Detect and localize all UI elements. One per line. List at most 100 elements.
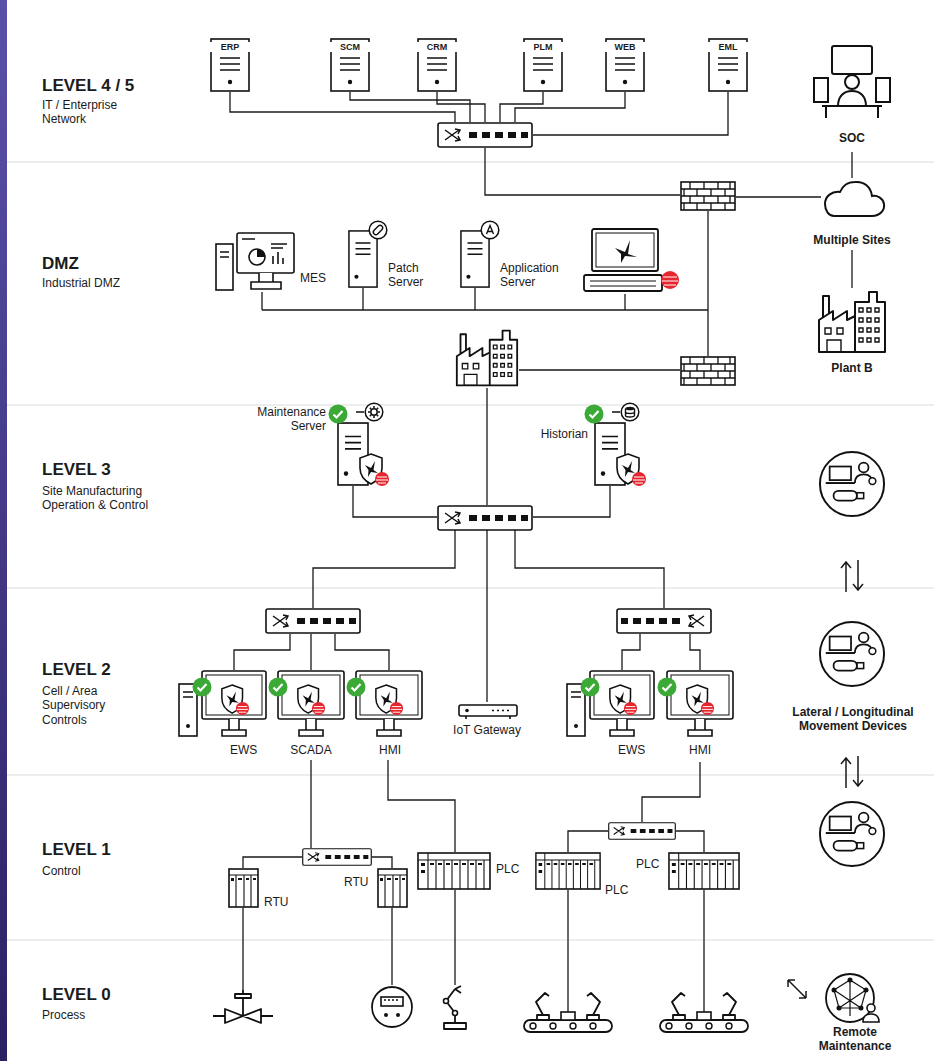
- check-badge: [329, 405, 348, 424]
- level-band: LEVEL 1 ControlRTU RTU PLC PLC PLC: [0, 775, 934, 940]
- plc-icon: [536, 853, 600, 889]
- device-label: PLC: [636, 858, 659, 872]
- server-node: Historian: [530, 402, 655, 492]
- mobile-device-icon: [820, 622, 884, 686]
- device-label: HMI: [664, 744, 736, 758]
- monitor-icon: [356, 671, 422, 736]
- check-badge: [193, 678, 677, 697]
- database-badge: [621, 403, 639, 421]
- level-description: IT / Enterprise Network: [42, 98, 152, 127]
- level-band: DMZ Industrial DMZ MES Patch Server Applicat…: [0, 162, 934, 405]
- server-node: Application Server: [460, 220, 578, 292]
- server-label: EML: [708, 42, 748, 52]
- level-heading: LEVEL 0: [42, 985, 111, 1005]
- soc-node: SOC: [812, 40, 894, 152]
- device-label: RTU: [264, 896, 288, 910]
- level-band: LEVEL 4 / 5IT / Enterprise NetworkERPSCM…: [0, 0, 934, 162]
- device-label: SOC: [812, 132, 892, 146]
- check-badge: [585, 405, 604, 424]
- device-label: Remote Maintenance: [810, 1026, 900, 1054]
- workstation-node: EWS: [178, 668, 268, 760]
- device-label: MES: [300, 272, 326, 286]
- level-heading: DMZ: [42, 254, 79, 274]
- device-label: PLC: [605, 884, 628, 898]
- device-label: Plant B: [812, 362, 892, 376]
- device-label: EWS: [230, 744, 257, 758]
- switch-icon: [609, 823, 676, 840]
- plc-icon: [669, 853, 739, 889]
- level-description: Industrial DMZ: [42, 276, 162, 290]
- badge-link: [612, 411, 620, 413]
- rtu-icon: [378, 869, 407, 907]
- level-band: LEVEL 2Cell / Area Supervisory ControlsE…: [0, 588, 934, 775]
- server-tower: [461, 231, 489, 287]
- device-label: HMI: [355, 744, 425, 758]
- server-label: PLM: [523, 42, 563, 52]
- server-label: CRM: [417, 42, 457, 52]
- device-label: IoT Gateway: [442, 724, 532, 738]
- device-node: Lateral / Longitudinal Movement Devices: [778, 618, 930, 740]
- plant-node: Plant B: [812, 288, 894, 382]
- rtu-node: RTU: [340, 866, 410, 912]
- factory-icon: [819, 292, 885, 352]
- network-wire: [230, 92, 821, 1012]
- monitor-icon: [278, 671, 344, 736]
- conveyor-icon: [660, 993, 748, 1032]
- badge-link: [356, 411, 364, 413]
- server-box: EML: [708, 38, 750, 92]
- level-description: Site Manufacturing Operation & Control: [42, 484, 182, 513]
- shield-icon: [617, 454, 646, 486]
- plc-node: PLC: [417, 852, 527, 892]
- server-icon: [211, 39, 747, 91]
- device-label: Historian: [530, 428, 588, 442]
- server-label: ERP: [210, 42, 250, 52]
- security-terminal: [584, 229, 679, 291]
- switch-icon: [303, 849, 372, 866]
- server-box: CRM: [417, 38, 459, 92]
- workstation-node: HMI: [355, 668, 427, 760]
- shield-icon: [360, 454, 389, 486]
- rtu-node: RTU: [226, 866, 296, 914]
- level-bar: [0, 0, 7, 1061]
- gateway-icon: [459, 705, 517, 719]
- app-badge: [481, 221, 499, 239]
- monitor-icon: [667, 671, 733, 736]
- device-label: Application Server: [500, 262, 576, 290]
- valve-icon: [213, 990, 273, 1023]
- device-label: Maintenance Server: [240, 406, 326, 434]
- device-label: RTU: [344, 876, 368, 890]
- server-tower: [349, 231, 377, 287]
- gateway-node: IoT Gateway: [442, 700, 534, 744]
- plc-node: PLC: [535, 852, 635, 902]
- device-label: Patch Server: [388, 262, 446, 290]
- workstation-icon: [567, 671, 654, 736]
- gear-badge: [365, 403, 383, 421]
- level-heading: LEVEL 2: [42, 660, 111, 680]
- level-heading: LEVEL 1: [42, 840, 111, 860]
- level-band: LEVEL 0 ProcessRemote Maintenance: [0, 940, 934, 1061]
- remote-globe-icon: [826, 974, 879, 1022]
- device-label: Lateral / Longitudinal Movement Devices: [778, 706, 928, 734]
- cloud-node: Multiple Sites: [797, 178, 909, 250]
- firewall-icon: [681, 357, 735, 385]
- server-box: PLM: [523, 38, 565, 92]
- mobile-device-icon: [820, 802, 884, 866]
- cloud-icon: [825, 182, 884, 216]
- level-description: Process: [42, 1008, 142, 1022]
- server-label: SCM: [330, 42, 370, 52]
- mes-node: MES: [215, 232, 340, 292]
- switch-icon: [438, 506, 532, 530]
- switch-icon: [617, 609, 711, 633]
- connector-line: [388, 760, 455, 852]
- workstation-node: SCADA: [275, 668, 349, 760]
- level-description: Control: [42, 864, 142, 878]
- mobile-device-icon: [820, 452, 884, 516]
- mes-icon: [216, 233, 294, 290]
- rtu-icon: [229, 869, 258, 907]
- device-label: EWS: [618, 744, 645, 758]
- patch-badge: [369, 221, 387, 239]
- device-label: Multiple Sites: [797, 234, 907, 248]
